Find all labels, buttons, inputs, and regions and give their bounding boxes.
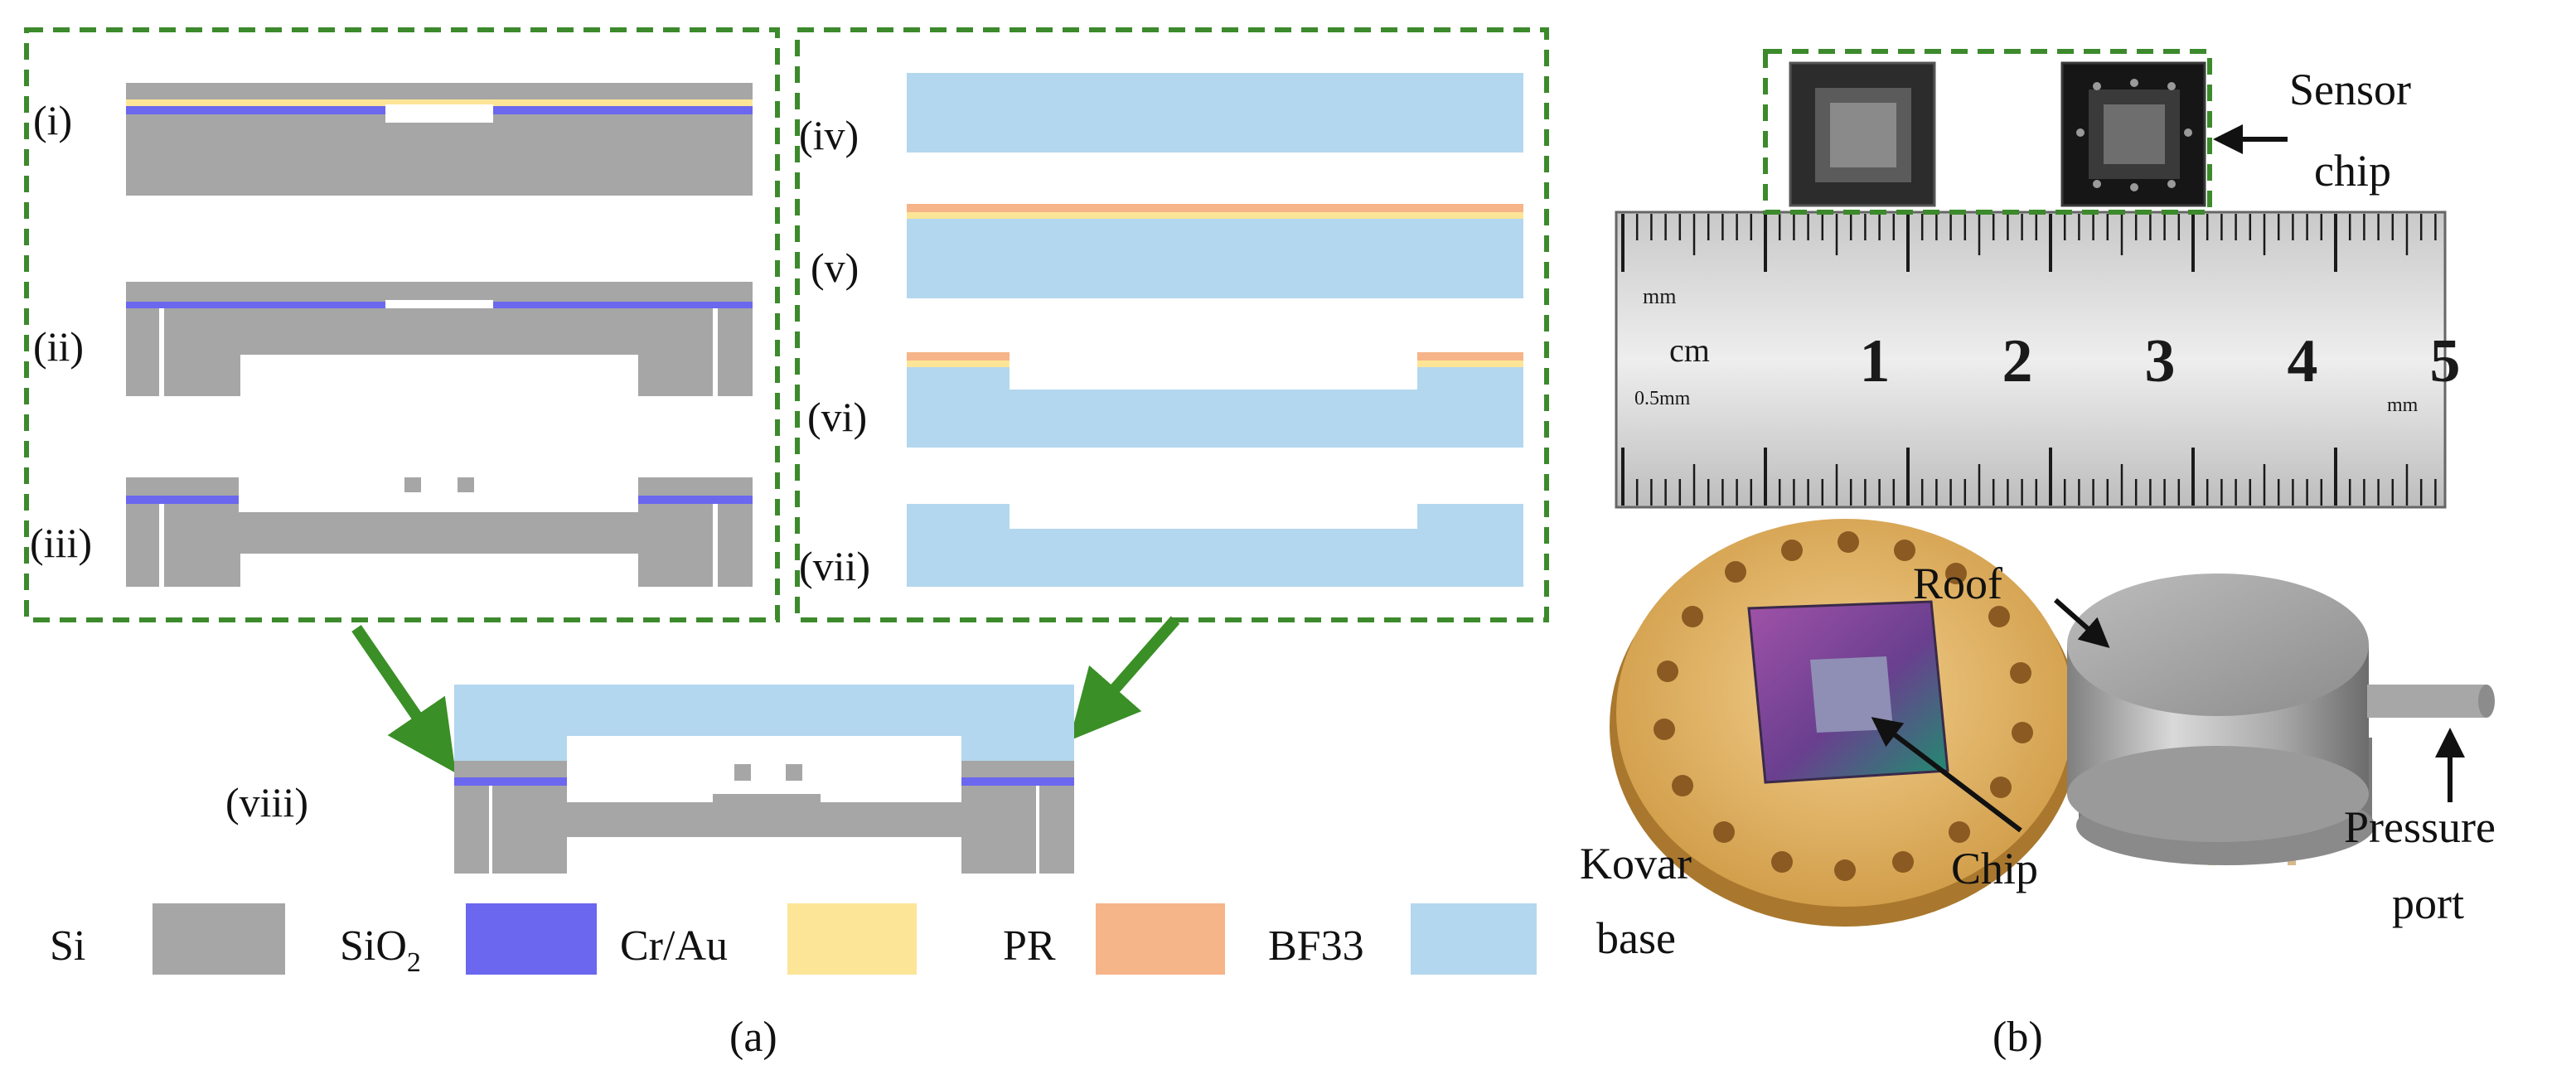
- ruler-numbers: 1 2 3 4 5: [1860, 327, 2461, 395]
- legend-swatch-si: [153, 903, 285, 975]
- step-ii-cross-section: [126, 282, 753, 396]
- ruler-photo: 1 2 3 4 5 mm cm 0.5mm mm: [1615, 211, 2461, 509]
- caption-b: (b): [1993, 1014, 2043, 1061]
- label-kovar-line1: Kovar: [1580, 839, 1692, 888]
- bond-arrow-right: [1069, 616, 1180, 741]
- sensor-chip-photo-right: [2060, 61, 2206, 207]
- step-label-viii: (viii): [225, 779, 308, 825]
- ruler-unit-cm: cm: [1669, 332, 1710, 369]
- step-v-cross-section: [907, 204, 1523, 298]
- arrow-chip: [1871, 717, 2022, 833]
- arrow-roof: [2054, 598, 2110, 648]
- ruler-unit-mm-right: mm: [2387, 394, 2419, 416]
- bond-arrow-left: [351, 625, 456, 773]
- ruler-number: 5: [2430, 327, 2461, 395]
- package-photo: [2067, 574, 2495, 865]
- ruler-resolution: 0.5mm: [1634, 388, 1691, 409]
- step-vi-cross-section: [907, 352, 1523, 448]
- legend-label-sio2: SiO2: [340, 922, 421, 978]
- sensor-chip-box: [1763, 49, 2212, 215]
- ruler-number: 3: [2145, 327, 2176, 395]
- ruler-ticks: [1621, 214, 2437, 506]
- step-label-vii: (vii): [799, 543, 870, 589]
- legend-swatch-crau: [787, 903, 917, 975]
- step-iv-cross-section: [907, 73, 1523, 152]
- step-label-iv: (iv): [799, 112, 859, 158]
- step-viii-bonded-cross-section: [454, 685, 1074, 874]
- legend-swatch-pr: [1096, 903, 1225, 975]
- label-pressure-line1: Pressure: [2344, 802, 2496, 852]
- kovar-base-photo: [1610, 519, 2080, 927]
- legend-swatch-sio2: [466, 903, 597, 975]
- label-roof: Roof: [1913, 559, 2002, 608]
- sensor-chip-photo-left: [1789, 61, 1936, 207]
- legend-label-bf33: BF33: [1268, 922, 1364, 970]
- legend-label-si: Si: [50, 922, 85, 970]
- step-label-v: (v): [811, 244, 859, 291]
- step-label-i: (i): [33, 97, 72, 143]
- label-kovar-line2: base: [1596, 913, 1676, 963]
- step-label-iii: (iii): [30, 520, 92, 566]
- label-pressure-line2: port: [2392, 878, 2464, 928]
- ruler-unit-mm-left: mm: [1643, 284, 1676, 308]
- step-i-cross-section: [126, 83, 753, 196]
- panel-a: (i) (ii) (iii) (iv): [24, 27, 1549, 1061]
- panel-b: 1 2 3 4 5 mm cm 0.5mm mm Sensor chip: [1580, 49, 2496, 1061]
- material-legend: Si SiO2 Cr/Au PR BF33: [50, 903, 1537, 978]
- label-sensor-line2: chip: [2314, 146, 2391, 196]
- step-label-ii: (ii): [33, 323, 84, 370]
- legend-label-pr: PR: [1003, 922, 1056, 970]
- step-vii-cross-section: [907, 504, 1523, 587]
- ruler-number: 4: [2288, 327, 2318, 395]
- dashed-box-left: [24, 27, 780, 622]
- step-iii-cross-section: [126, 477, 753, 587]
- legend-swatch-bf33: [1411, 903, 1537, 975]
- ruler-number: 1: [1860, 327, 1891, 395]
- label-sensor-line1: Sensor: [2289, 65, 2411, 114]
- legend-label-crau: Cr/Au: [620, 922, 728, 970]
- label-chip: Chip: [1951, 844, 2038, 893]
- ruler-number: 2: [2002, 327, 2033, 395]
- step-label-vi: (vi): [807, 394, 867, 440]
- caption-a: (a): [729, 1014, 777, 1061]
